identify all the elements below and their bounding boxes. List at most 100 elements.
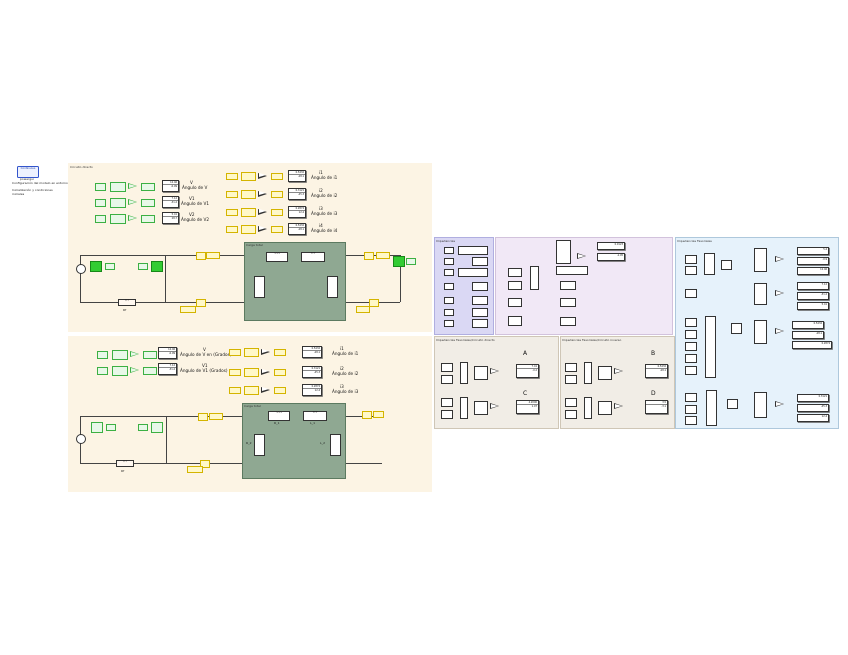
pi-mux-1[interactable] (704, 253, 715, 275)
pi-sum-2[interactable] (754, 283, 767, 305)
pi-in-4[interactable] (685, 318, 697, 327)
pink-display-1[interactable]: 0.0123 (597, 242, 625, 250)
gain-i3-bottom[interactable] (261, 386, 270, 393)
dp-fcn-2[interactable] (474, 401, 488, 415)
goto-i2-top[interactable] (180, 306, 196, 313)
pi-gain-4[interactable] (775, 401, 784, 407)
gain-i4[interactable] (258, 225, 267, 232)
display-v[interactable]: 12.46-0.99 (162, 180, 179, 192)
pi-mux-2[interactable] (705, 316, 716, 378)
pi-in-7[interactable] (685, 354, 697, 363)
pi-in-10[interactable] (685, 405, 697, 414)
dp-fcn-1[interactable] (474, 366, 488, 380)
pi-display-2[interactable]: -0.9 (797, 257, 829, 265)
dp-gain-2[interactable] (490, 403, 499, 409)
pi-calc-2[interactable] (731, 323, 742, 334)
gain-v1-bottom[interactable] (130, 367, 139, 373)
pi-in-2[interactable] (685, 266, 697, 275)
from-v-bottom[interactable] (97, 351, 108, 359)
fourier-i4-block[interactable] (241, 225, 256, 234)
fourier-i1-block[interactable] (241, 172, 256, 181)
goto-i1-top[interactable] (206, 252, 220, 259)
imp-in-5[interactable] (444, 297, 454, 304)
from-i2-block[interactable] (226, 191, 238, 198)
current-meter-bottom-2[interactable] (200, 460, 210, 468)
pi-gain-3[interactable] (775, 328, 784, 334)
imp-out-4[interactable] (472, 282, 488, 291)
gain-v1[interactable] (128, 199, 137, 205)
to-v-block[interactable] (141, 183, 155, 191)
pink-sum[interactable] (556, 240, 571, 264)
fourier-i3-block[interactable] (241, 208, 256, 217)
from-i1-block[interactable] (226, 173, 238, 180)
fourier-v-bottom[interactable] (112, 350, 128, 360)
ip-in-1[interactable] (565, 363, 577, 372)
voltage-meter-top-3[interactable] (393, 256, 405, 267)
from-i4-block[interactable] (226, 226, 238, 233)
goto-v1-top[interactable] (138, 263, 148, 270)
to-i3-bottom[interactable] (274, 387, 286, 394)
ip-in-3[interactable] (565, 398, 577, 407)
gain-i2-bottom[interactable] (261, 368, 270, 375)
to-i1-block[interactable] (271, 173, 283, 180)
from-v-block[interactable] (95, 183, 106, 191)
gain-i3[interactable] (258, 208, 267, 215)
voltage-meter-top-2[interactable] (151, 261, 163, 272)
ip-display-2[interactable]: 3.5-3.1 (645, 400, 668, 414)
gain-v[interactable] (128, 183, 137, 189)
goto-v1-bottom[interactable] (138, 424, 148, 431)
ac-source-top[interactable] (75, 264, 86, 274)
pi-gain-2[interactable] (775, 290, 784, 296)
fourier-v2-block[interactable] (110, 214, 126, 224)
ip-gain-2[interactable] (614, 403, 623, 409)
imp-in-6[interactable] (444, 309, 454, 316)
imp-in-1[interactable] (444, 247, 454, 254)
display-i2-bottom[interactable]: 0.3121-45.3 (302, 366, 322, 378)
pink-in-4[interactable] (508, 316, 522, 326)
ip-mux-2[interactable] (584, 397, 592, 419)
load-l1-bottom[interactable]: ϒϒϒ (303, 411, 327, 421)
resistor-bottom[interactable]: ⌇⌇⌇ (116, 460, 134, 467)
pi-display-7[interactable]: 0.5432 (792, 321, 824, 329)
to-i3-block[interactable] (271, 209, 283, 216)
pi-display-9[interactable]: 0.2874 (792, 341, 832, 349)
ip-in-4[interactable] (565, 410, 577, 419)
dp-gain-1[interactable] (490, 368, 499, 374)
gain-v-bottom[interactable] (130, 351, 139, 357)
imp-in-2[interactable] (444, 258, 454, 265)
dp-in-2[interactable] (441, 375, 453, 384)
imp-out-2[interactable] (472, 257, 488, 266)
pink-out-1[interactable] (560, 281, 576, 290)
fourier-v-block[interactable] (110, 182, 126, 192)
to-i2-bottom[interactable] (274, 369, 286, 376)
pi-display-5[interactable]: -31.2 (797, 292, 829, 300)
ip-mux-1[interactable] (584, 362, 592, 384)
current-meter-top-4[interactable] (369, 299, 379, 307)
pink-gain[interactable] (577, 253, 586, 259)
from-i3-bottom[interactable] (229, 387, 241, 394)
pi-in-1[interactable] (685, 255, 697, 264)
imp-out-5[interactable] (472, 296, 488, 305)
to-v1-bottom[interactable] (143, 367, 157, 375)
fourier-v1-block[interactable] (110, 198, 126, 208)
pi-calc-3[interactable] (727, 399, 738, 409)
dp-mux-1[interactable] (460, 362, 468, 384)
goto-v-top[interactable] (105, 263, 115, 270)
ip-in-2[interactable] (565, 375, 577, 384)
current-meter-bottom-1[interactable] (198, 413, 208, 421)
ip-display-1[interactable]: 0.5432-28.1 (645, 364, 668, 378)
pink-calc[interactable] (556, 266, 588, 275)
pink-out-2[interactable] (560, 298, 576, 307)
pi-sum-4[interactable] (754, 392, 767, 418)
to-v-bottom[interactable] (143, 351, 157, 359)
load-r1-top[interactable]: ∿∿∿ (266, 252, 288, 262)
load-l2-bottom[interactable] (330, 434, 341, 456)
fourier-v1-bottom[interactable] (112, 366, 128, 376)
ip-gain-1[interactable] (614, 368, 623, 374)
voltage-meter-top[interactable] (90, 261, 102, 272)
current-meter-top-1[interactable] (196, 252, 206, 260)
to-i2-block[interactable] (271, 191, 283, 198)
gain-v2[interactable] (128, 215, 137, 221)
